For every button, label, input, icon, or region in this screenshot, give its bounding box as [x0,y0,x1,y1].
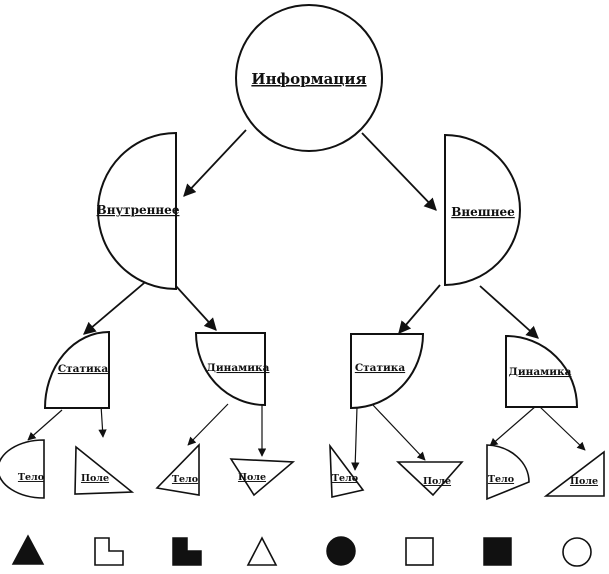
leaf-shape [543,450,605,497]
root-label: Информация [251,70,366,88]
internal-dynamics-node: Динамика [194,332,270,407]
leaf-node: Поле [74,445,135,495]
internal-statics-quarter [43,330,110,409]
edge-leaf-8 [538,405,586,451]
edge-leaf-7 [489,405,537,447]
leaf-label: Поле [423,476,451,487]
leaf-label: Тело [332,473,358,484]
leaf-label: Тело [172,474,198,485]
leaf-node: Поле [229,458,296,497]
outline-circle-icon [562,537,592,567]
external-statics-quarter [350,333,425,410]
edge-external-dynamics [479,285,539,339]
internal-label: Внутреннее [97,203,180,217]
internal-dynamics-label: Динамика [207,362,270,374]
external-node: Внешнее [444,133,521,287]
leaf-node: Поле [543,450,605,497]
external-dynamics-node: Динамика [505,334,579,408]
leaf-shape [0,439,45,499]
edge-leaf-2 [98,404,107,438]
edge-leaf-5 [351,406,360,471]
leaf-node: Тело [329,443,365,498]
internal-statics-label: Статика [58,363,109,375]
filled-circle-icon [326,536,356,566]
edge-root-external [361,132,437,211]
edge-root-internal [183,129,247,197]
root-node: Информация [235,4,383,152]
edge-external-statics [398,284,441,334]
external-dynamics-label: Динамика [509,366,572,378]
internal-statics-node: Статика [43,330,110,409]
leaf-label: Поле [81,473,109,484]
outline-l-shape-icon [94,537,124,566]
outline-triangle-icon [246,536,278,566]
external-statics-label: Статика [355,362,406,374]
leaf-label: Тело [488,474,514,485]
filled-l-shape-icon [172,537,202,566]
leaf-shape [74,445,135,495]
edge-leaf-3 [187,403,229,446]
leaf-shape [155,443,200,496]
edge-internal-statics [83,277,151,335]
external-half-disc [444,133,521,287]
edge-internal-dynamics [174,284,217,331]
leaf-shape [395,461,464,497]
external-statics-node: Статика [350,333,425,410]
filled-triangle-icon [11,534,45,565]
leaf-label: Поле [238,472,266,483]
leaf-shape [229,458,296,497]
external-label: Внешнее [451,205,515,219]
outline-square-icon [405,537,434,566]
internal-half-disc [97,131,177,291]
internal-node: Внутреннее [97,131,180,291]
internal-dynamics-quarter [194,332,266,407]
leaf-node: Поле [395,461,464,497]
leaf-node: Тело [486,444,530,501]
leaf-shape [486,444,530,501]
leaf-node: Тело [155,443,200,496]
external-dynamics-quarter [505,334,579,408]
edge-leaf-6 [371,403,426,461]
edges [27,129,586,471]
leaf-label: Поле [570,476,598,487]
root-circle [235,4,383,152]
leaf-node: Тело [0,439,45,499]
edge-leaf-1 [27,409,63,441]
filled-square-icon [483,537,512,566]
leaf-shape [329,443,365,498]
legend-row [11,534,592,567]
leaf-label: Тело [18,472,44,483]
